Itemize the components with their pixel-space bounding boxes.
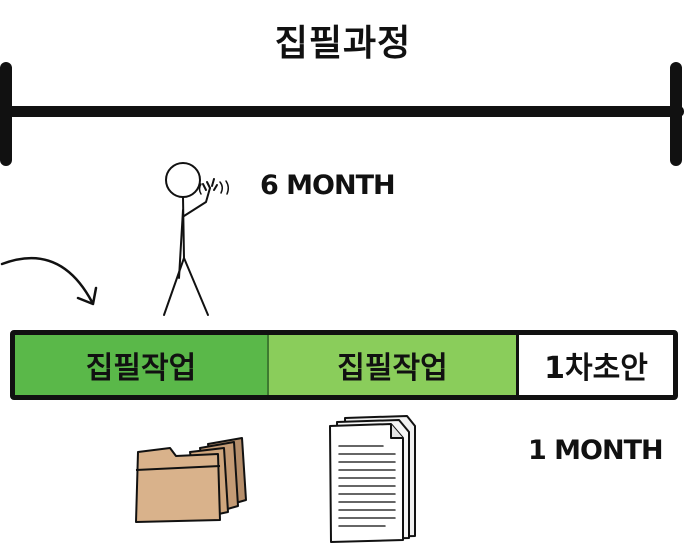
document-stack-icon [329, 415, 416, 543]
phase-writing-2: 집필작업 [269, 335, 519, 395]
stick-figure-waving-icon [163, 162, 230, 316]
phase-writing-1: 집필작업 [15, 335, 269, 395]
duration-6-month: 6 MONTH [260, 170, 396, 201]
curved-arrow-icon [0, 256, 98, 306]
duration-1-month: 1 MONTH [528, 435, 664, 466]
folder-stack-icon [135, 437, 247, 523]
diagram-title: 집필과정 [274, 23, 412, 64]
timeline-end-cap [670, 62, 682, 166]
phase-first-draft: 1차초안 [519, 335, 673, 395]
phase-bar: 집필작업 집필작업 1차초안 [10, 330, 678, 400]
timeline-line [2, 106, 684, 117]
timeline-start-cap [0, 62, 12, 166]
